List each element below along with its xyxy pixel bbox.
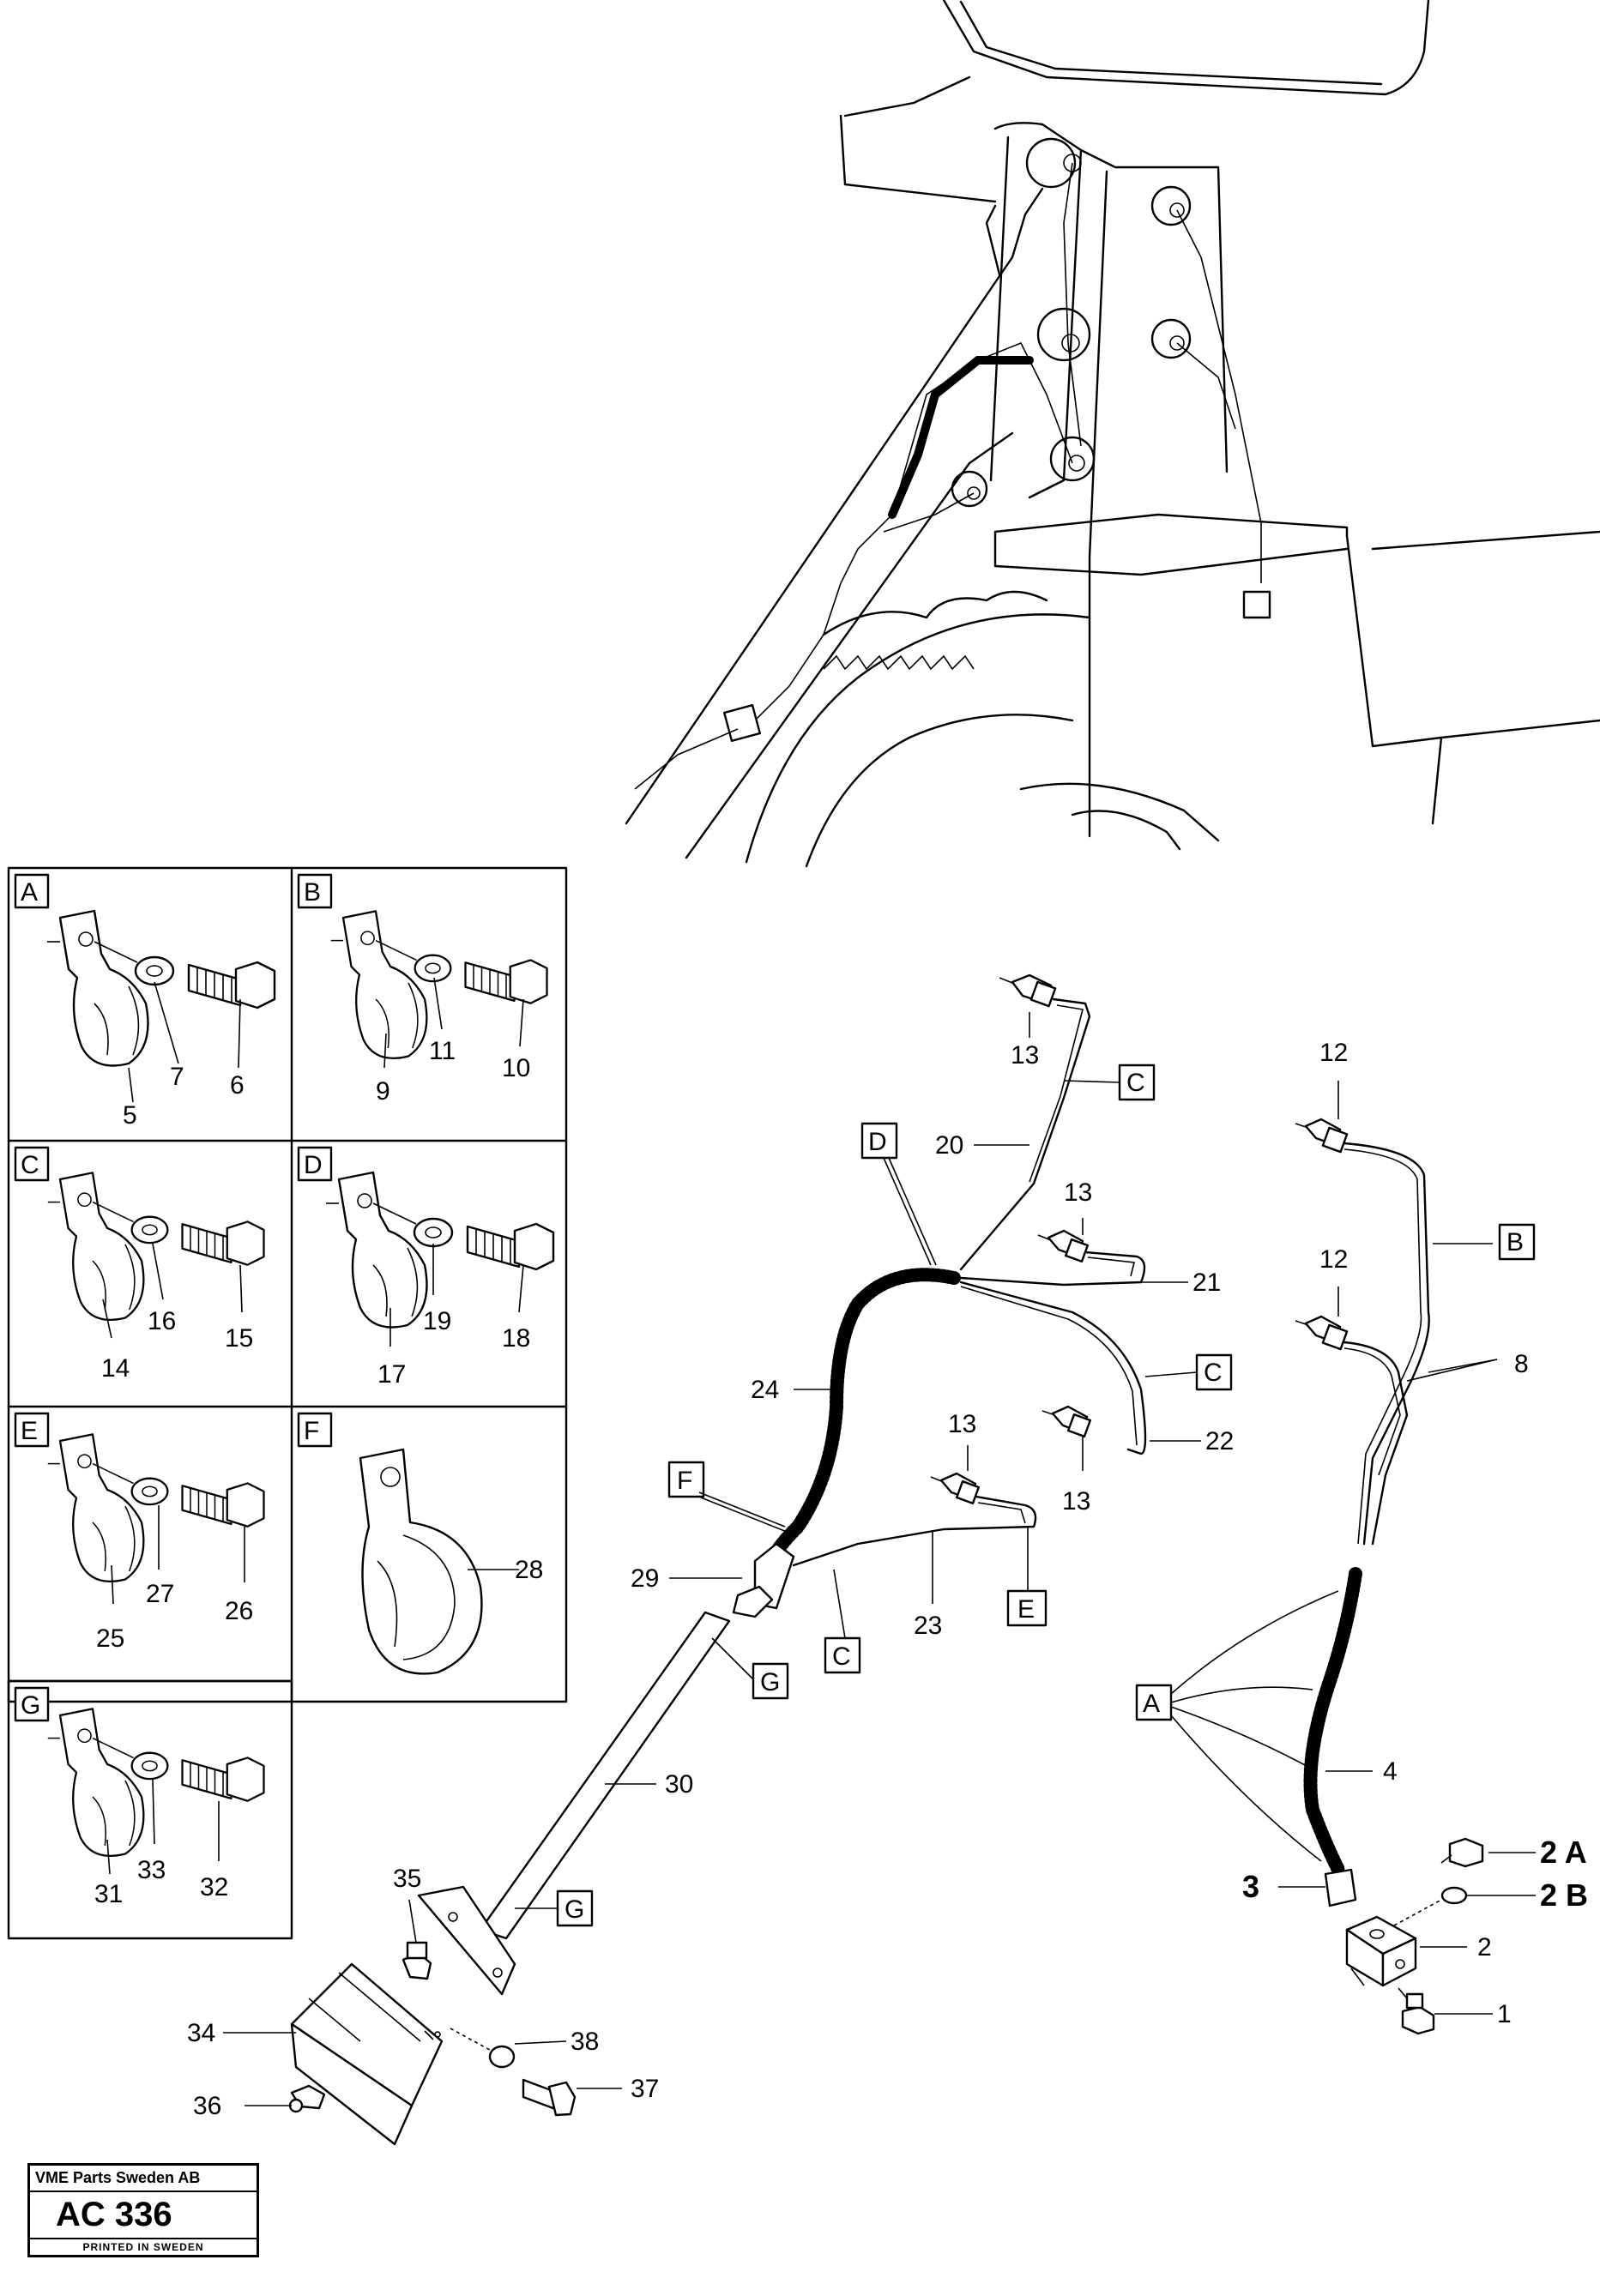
clamp-set-c [46, 1172, 265, 1322]
callout-13-d: 13 [948, 1410, 976, 1438]
callout-12-a: 12 [1319, 1039, 1348, 1067]
plug-2a [1440, 1837, 1484, 1868]
part-number-25: 25 [96, 1624, 124, 1653]
callout-38: 38 [571, 2028, 599, 2056]
inset-grid [7, 866, 568, 1940]
part-number-16: 16 [148, 1307, 176, 1335]
part-number-33: 33 [137, 1856, 166, 1884]
box-e-pipe-23: E [1017, 1595, 1035, 1624]
callout-37: 37 [631, 2075, 659, 2103]
part-number-31: 31 [94, 1880, 123, 1908]
callout-13-c: 13 [1062, 1487, 1090, 1516]
clamp-set-a [45, 909, 276, 1067]
drawing-stamp: VME Parts Sweden AB AC 336 PRINTED IN SW… [27, 2163, 259, 2257]
part-number-27: 27 [146, 1580, 174, 1608]
part-number-18: 18 [502, 1324, 530, 1353]
box-b-pipe: B [1506, 1228, 1524, 1256]
stamp-code: AC 336 [30, 2192, 257, 2239]
stamp-printed: PRINTED IN SWEDEN [82, 2241, 204, 2253]
central-lube-assembly: 13 C 20 D 13 21 C [187, 973, 1234, 2146]
part-number-6: 6 [230, 1071, 245, 1100]
inset-box-a: A 7 6 5 [14, 873, 276, 1130]
part-number-5: 5 [123, 1101, 137, 1130]
grease-nipple-12-top [1295, 1118, 1349, 1154]
callout-22: 22 [1205, 1427, 1234, 1455]
box-label-g: G [21, 1691, 40, 1720]
grease-nipple-12-mid [1295, 1315, 1349, 1351]
hose-clamp-28 [359, 1448, 483, 1675]
callout-12-b: 12 [1319, 1245, 1348, 1274]
callout-35: 35 [393, 1865, 421, 1893]
callout-2b: 2 B [1540, 1877, 1588, 1913]
grease-nipple-13-low [1042, 1405, 1092, 1438]
callout-34: 34 [187, 2019, 215, 2047]
grease-nipple-13-e [930, 1472, 981, 1505]
clamp-set-g [46, 1708, 265, 1858]
inset-box-e: E 27 26 25 [14, 1412, 265, 1653]
inset-box-b: B 11 10 9 [297, 873, 548, 1106]
inset-box-g: G 33 32 31 [14, 1686, 265, 1908]
box-g-tube-bottom: G [565, 1895, 584, 1924]
callout-2: 2 [1477, 1933, 1492, 1962]
callout-13-b: 13 [1064, 1178, 1092, 1207]
callout-2a: 2 A [1540, 1835, 1587, 1870]
box-f-hose: F [677, 1467, 692, 1495]
box-label-c: C [21, 1151, 39, 1179]
box-label-a: A [21, 878, 38, 907]
box-d-hose: D [868, 1128, 887, 1156]
part-number-14: 14 [101, 1354, 130, 1383]
box-c-pipe-20: C [1126, 1069, 1145, 1097]
part-number-9: 9 [376, 1077, 390, 1106]
clamp-set-e [46, 1433, 265, 1583]
part-number-15: 15 [225, 1324, 253, 1353]
right-lube-assembly: 12 B 12 8 4 A 3 [1135, 1039, 1588, 2035]
callout-8: 8 [1514, 1350, 1529, 1378]
box-label-d: D [304, 1151, 323, 1179]
callout-24: 24 [751, 1376, 779, 1404]
box-label-b: B [304, 878, 321, 907]
box-label-e: E [21, 1417, 38, 1445]
inset-box-c: C 16 15 14 [14, 1146, 265, 1383]
callout-1: 1 [1497, 2000, 1512, 2028]
callout-29: 29 [631, 1564, 659, 1593]
callout-21: 21 [1192, 1269, 1221, 1297]
grease-nipple-13-top [999, 973, 1057, 1008]
grease-nipple-13-mid [1037, 1229, 1090, 1263]
stamp-company: VME Parts Sweden AB [30, 2166, 257, 2192]
part-number-28: 28 [515, 1556, 543, 1584]
machine-frame-illustration [625, 0, 1600, 868]
part-number-26: 26 [225, 1597, 253, 1625]
part-number-19: 19 [423, 1307, 451, 1335]
inset-box-f: F 28 [297, 1412, 543, 1675]
box-a-hose: A [1143, 1690, 1160, 1718]
callout-3: 3 [1242, 1869, 1259, 1904]
inset-box-d: D 19 18 17 [297, 1146, 555, 1389]
callout-13-a: 13 [1011, 1041, 1039, 1070]
box-g-tube-top: G [760, 1668, 780, 1696]
part-number-7: 7 [170, 1063, 184, 1091]
callout-36: 36 [193, 2092, 221, 2120]
box-c-pipe-23: C [832, 1642, 851, 1671]
part-number-32: 32 [200, 1873, 228, 1901]
box-label-f: F [304, 1417, 319, 1445]
grease-nipple-36 [288, 2084, 326, 2113]
part-number-17: 17 [377, 1360, 406, 1389]
box-c-pipe-22: C [1204, 1359, 1223, 1387]
callout-20: 20 [935, 1131, 963, 1160]
part-number-11: 11 [429, 1037, 456, 1065]
callout-4: 4 [1383, 1757, 1398, 1786]
callout-23: 23 [914, 1612, 942, 1640]
callout-30: 30 [665, 1770, 693, 1799]
grease-nipple-35 [402, 1941, 432, 1980]
grease-nipple-1 [1401, 1992, 1435, 2035]
part-number-10: 10 [502, 1054, 530, 1082]
